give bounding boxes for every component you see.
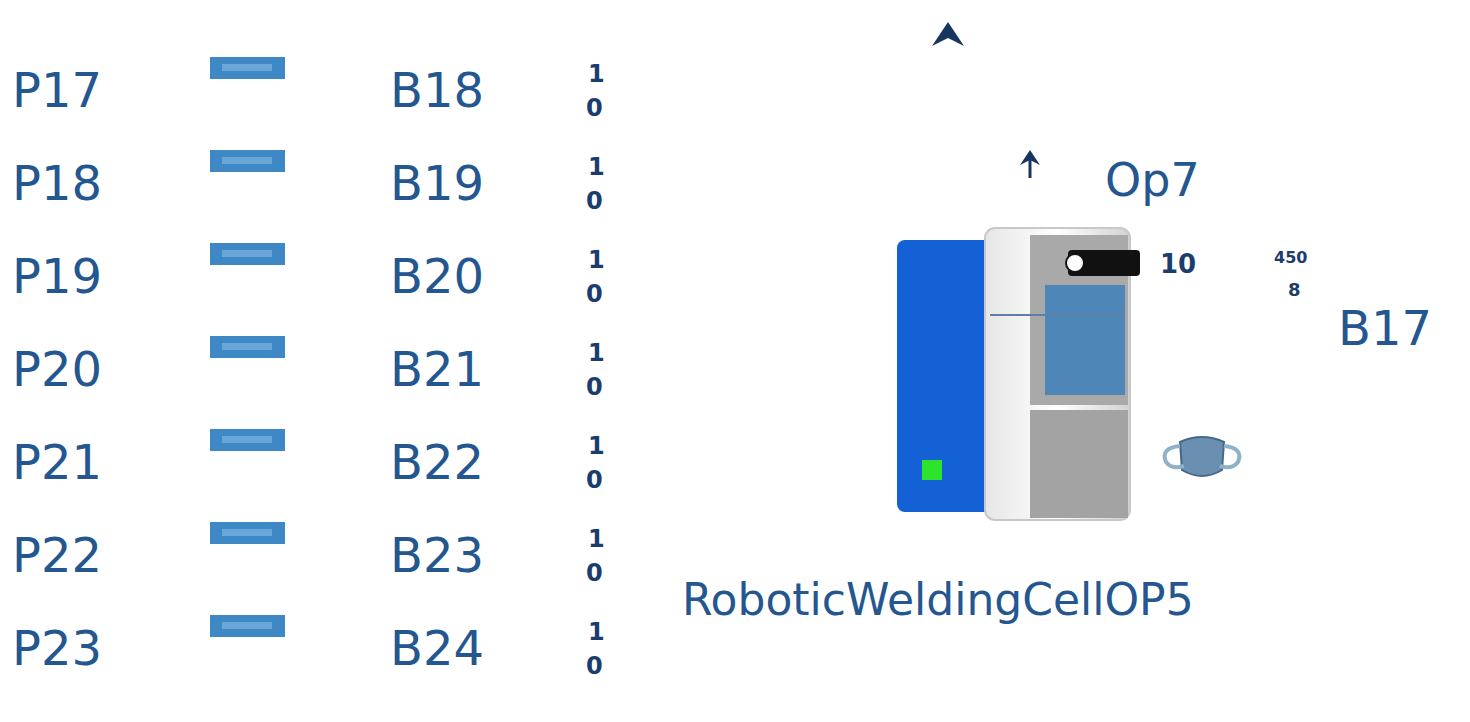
part-label: P18 <box>12 159 102 207</box>
buffer-label: B23 <box>390 531 484 579</box>
operation-label: Op7 <box>1105 157 1200 203</box>
part-label: P21 <box>12 438 102 486</box>
part-label: P19 <box>12 252 102 300</box>
capacity-number: 1 <box>588 620 605 644</box>
buffer-label: B22 <box>390 438 484 486</box>
capacity-number: 1 <box>588 248 605 272</box>
buffer-label: B21 <box>390 345 484 393</box>
buffer-label: B24 <box>390 624 484 672</box>
buffer-icon-stripe <box>222 64 272 629</box>
part-label: P20 <box>12 345 102 393</box>
capacity-number: 1 <box>588 155 605 179</box>
buffer-label: B20 <box>390 252 484 300</box>
capacity-number: 1 <box>588 62 605 86</box>
content-number: 0 <box>586 375 603 399</box>
station-label: RoboticWeldingCellOP5 <box>682 578 1194 622</box>
content-number: 0 <box>586 468 603 492</box>
part-label: P17 <box>12 66 102 114</box>
buffer-label: B17 <box>1338 304 1432 352</box>
buffer-label: B19 <box>390 159 484 207</box>
content-number: 0 <box>586 654 603 678</box>
buffer-label: B18 <box>390 66 484 114</box>
content-number: 8 <box>1288 281 1301 299</box>
welding-cell-icon <box>897 228 1140 520</box>
capacity-number: 1 <box>588 434 605 458</box>
exit-arrow <box>932 22 964 46</box>
content-number: 0 <box>586 96 603 120</box>
part-label: P23 <box>12 624 102 672</box>
content-number: 0 <box>586 282 603 306</box>
count-number: 10 <box>1160 251 1196 277</box>
buffer-icon <box>210 57 285 637</box>
capacity-number: 1 <box>588 341 605 365</box>
worker-icon <box>1165 437 1240 476</box>
capacity-number: 450 <box>1274 250 1307 266</box>
capacity-number: 1 <box>588 527 605 551</box>
exit-arrow-stem <box>1029 160 1032 178</box>
content-number: 0 <box>586 561 603 585</box>
content-number: 0 <box>586 189 603 213</box>
part-label: P22 <box>12 531 102 579</box>
